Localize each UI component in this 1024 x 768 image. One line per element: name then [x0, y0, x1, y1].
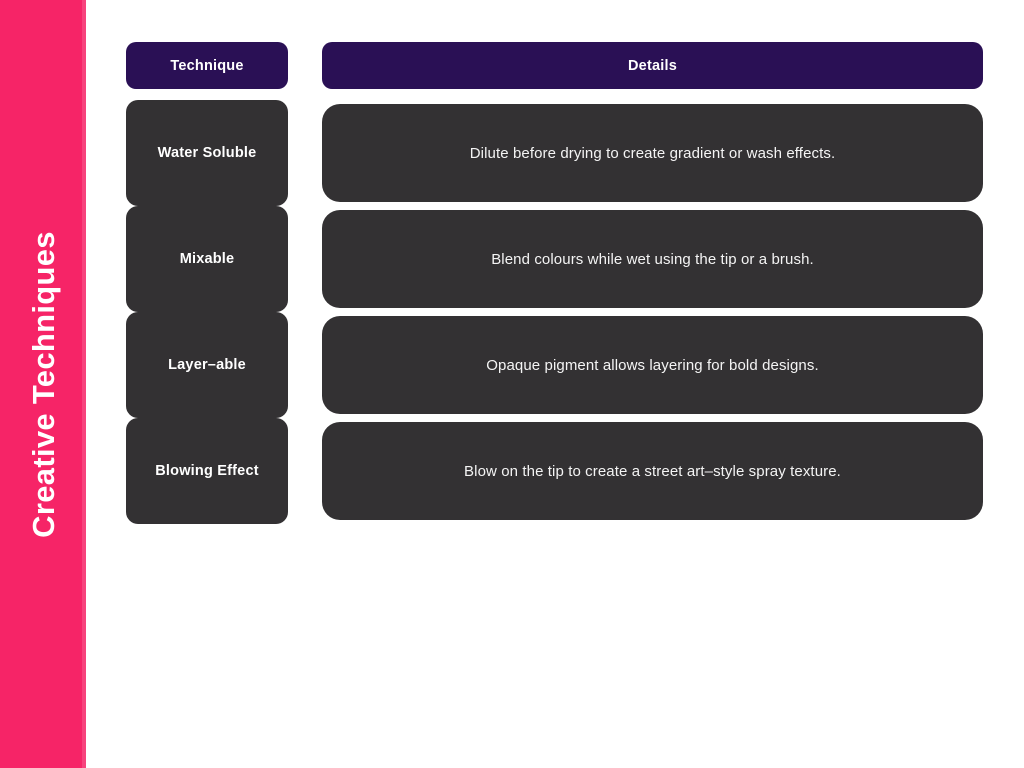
technique-label: Mixable: [126, 206, 288, 312]
side-title-container: Creative Techniques: [0, 0, 86, 768]
table-row: Water Soluble Dilute before drying to cr…: [126, 100, 983, 206]
technique-label: Water Soluble: [126, 100, 288, 206]
technique-details: Blend colours while wet using the tip or…: [322, 210, 983, 308]
table-row: Layer–able Opaque pigment allows layerin…: [126, 312, 983, 418]
table-row: Mixable Blend colours while wet using th…: [126, 206, 983, 312]
slide-title: Creative Techniques: [25, 230, 61, 538]
technique-details: Opaque pigment allows layering for bold …: [322, 316, 983, 414]
table-header-row: Technique Details: [126, 42, 983, 89]
technique-details: Blow on the tip to create a street art–s…: [322, 422, 983, 520]
table-row: Blowing Effect Blow on the tip to create…: [126, 418, 983, 524]
techniques-table: Technique Details Water Soluble Dilute b…: [126, 42, 983, 524]
column-header-technique: Technique: [126, 42, 288, 89]
technique-details: Dilute before drying to create gradient …: [322, 104, 983, 202]
technique-label: Blowing Effect: [126, 418, 288, 524]
technique-label: Layer–able: [126, 312, 288, 418]
side-accent-band-edge: [82, 0, 86, 768]
column-header-details: Details: [322, 42, 983, 89]
side-accent-band: [0, 0, 86, 768]
